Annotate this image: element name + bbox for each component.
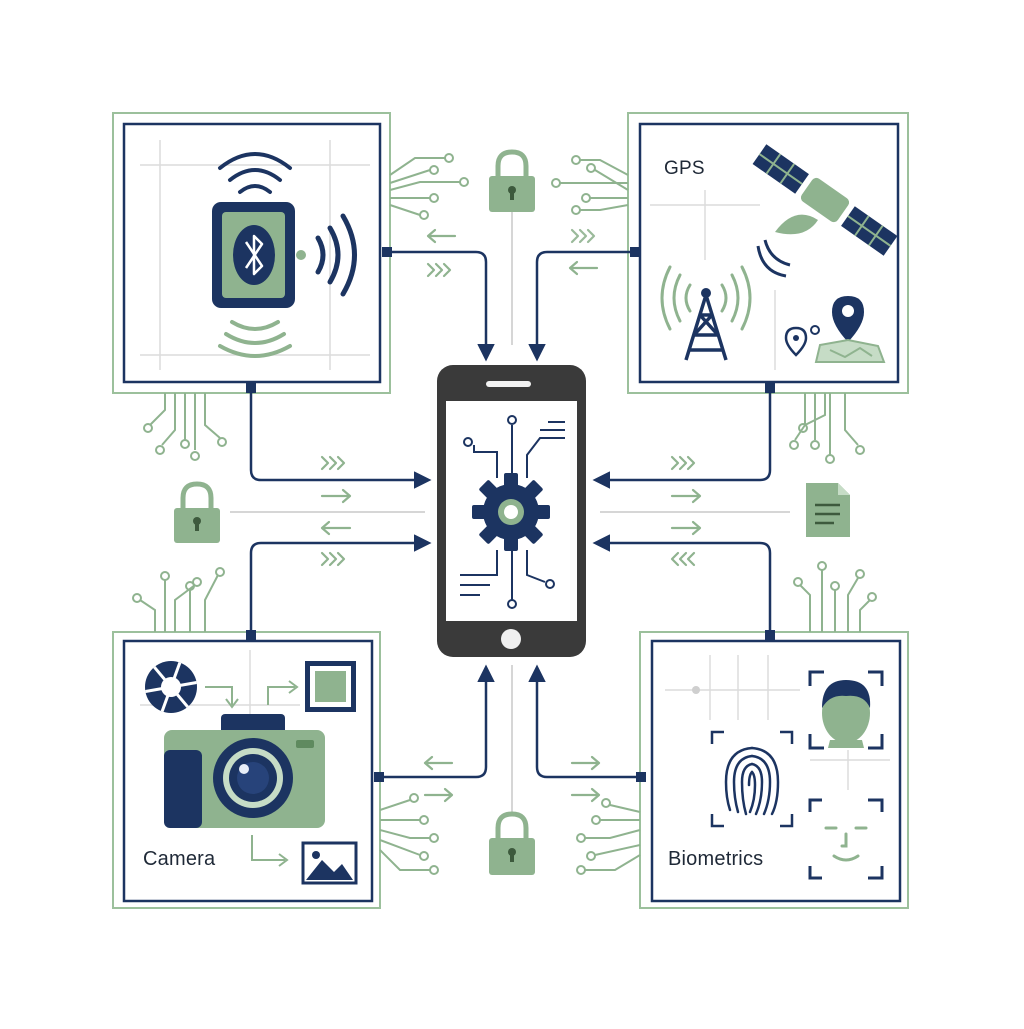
bluetooth-device-icon bbox=[212, 202, 306, 308]
document-icon bbox=[806, 483, 850, 537]
map-pin-icon bbox=[784, 296, 864, 357]
wifi-icon bbox=[218, 152, 292, 194]
signal-waves-icon bbox=[218, 320, 292, 358]
aperture-icon bbox=[145, 661, 197, 713]
connectors bbox=[246, 247, 775, 782]
map-icon bbox=[814, 338, 886, 363]
image-icon bbox=[301, 841, 358, 885]
face-recognition-icon bbox=[808, 798, 884, 880]
camera-label: Camera bbox=[143, 848, 216, 870]
camera-icon bbox=[164, 714, 325, 828]
lock-icon bbox=[489, 149, 535, 212]
face-scan-icon bbox=[808, 670, 884, 750]
signal-waves-icon bbox=[315, 213, 357, 297]
biometrics-label: Biometrics bbox=[668, 848, 764, 870]
gear-icon bbox=[472, 473, 550, 551]
flow-arrow-icon bbox=[205, 680, 299, 867]
gps-label: GPS bbox=[664, 158, 705, 179]
photo-frame-icon bbox=[305, 661, 356, 712]
cell-tower-icon bbox=[660, 265, 752, 361]
flow-arrows bbox=[320, 228, 702, 803]
lock-icon bbox=[174, 481, 220, 543]
lock-icon bbox=[489, 811, 535, 875]
fingerprint-icon bbox=[710, 730, 794, 828]
satellite-icon bbox=[752, 144, 898, 278]
circuit-traces bbox=[132, 153, 877, 875]
